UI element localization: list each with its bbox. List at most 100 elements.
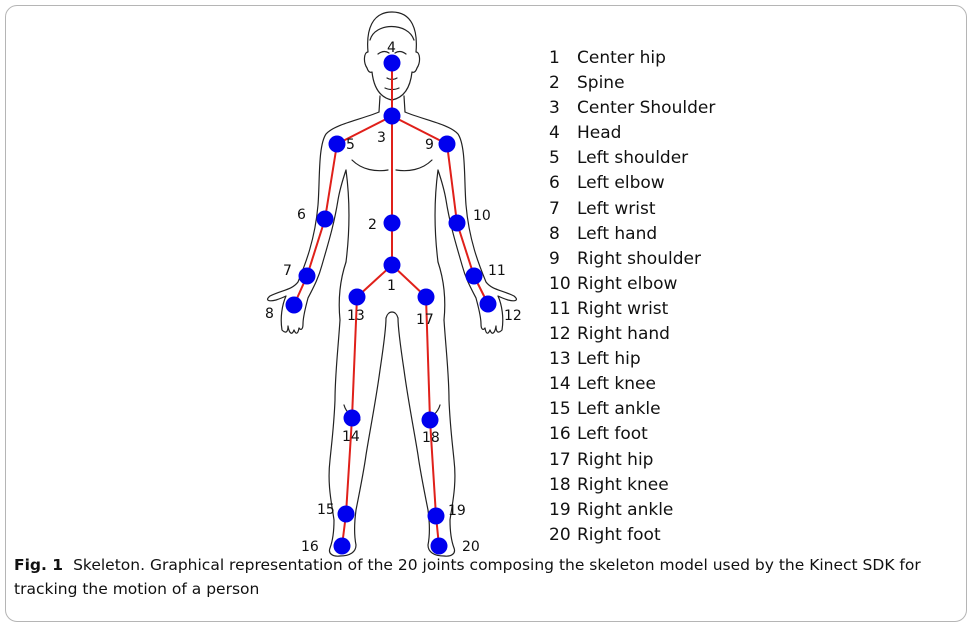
legend-name: Right wrist — [577, 297, 668, 322]
legend-number: 2 — [549, 71, 577, 96]
joint-2-spine — [384, 215, 401, 232]
legend-item: 20Right foot — [549, 523, 715, 548]
joint-15-left-ankle — [338, 506, 355, 523]
joint-label-3: 3 — [377, 130, 386, 146]
legend-name: Left hip — [577, 347, 641, 372]
legend-number: 5 — [549, 146, 577, 171]
legend-name: Left foot — [577, 422, 648, 447]
joint-13-left-hip — [349, 289, 366, 306]
legend-name: Right elbow — [577, 272, 677, 297]
legend-name: Left hand — [577, 222, 657, 247]
legend-number: 1 — [549, 46, 577, 71]
legend-name: Right knee — [577, 473, 669, 498]
joint-label-2: 2 — [368, 217, 377, 233]
legend-name: Left wrist — [577, 197, 656, 222]
joint-19-right-ankle — [428, 508, 445, 525]
joint-16-left-foot — [334, 538, 351, 555]
legend-number: 11 — [549, 297, 577, 322]
joint-12-right-hand — [480, 296, 497, 313]
legend-number: 3 — [549, 96, 577, 121]
joint-18-right-knee — [422, 412, 439, 429]
joint-label-10: 10 — [473, 208, 491, 224]
joint-label-18: 18 — [422, 430, 440, 446]
joint-14-left-knee — [344, 410, 361, 427]
legend-item: 5Left shoulder — [549, 146, 715, 171]
joint-7-left-wrist — [299, 268, 316, 285]
joint-label-9: 9 — [425, 137, 434, 153]
joint-label-7: 7 — [283, 263, 292, 279]
joint-label-13: 13 — [347, 308, 365, 324]
legend-number: 13 — [549, 347, 577, 372]
joint-label-6: 6 — [297, 207, 306, 223]
joint-5-left-shoulder — [329, 136, 346, 153]
joint-label-15: 15 — [317, 502, 335, 518]
legend-number: 19 — [549, 498, 577, 523]
legend-name: Center Shoulder — [577, 96, 715, 121]
legend-number: 20 — [549, 523, 577, 548]
legend-number: 18 — [549, 473, 577, 498]
legend-name: Right shoulder — [577, 247, 701, 272]
legend-item: 19Right ankle — [549, 498, 715, 523]
joint-9-right-shoulder — [439, 136, 456, 153]
legend-number: 6 — [549, 171, 577, 196]
joint-label-19: 19 — [448, 503, 466, 519]
legend-number: 4 — [549, 121, 577, 146]
joint-label-4: 4 — [387, 40, 396, 56]
legend-name: Right hand — [577, 322, 670, 347]
legend-name: Right foot — [577, 523, 661, 548]
legend-name: Center hip — [577, 46, 666, 71]
legend-name: Head — [577, 121, 621, 146]
legend-number: 10 — [549, 272, 577, 297]
joint-label-5: 5 — [346, 137, 355, 153]
legend-number: 8 — [549, 222, 577, 247]
legend-name: Left ankle — [577, 397, 661, 422]
legend-number: 15 — [549, 397, 577, 422]
bone-right-clavicle — [392, 116, 447, 144]
joint-label-12: 12 — [504, 308, 522, 324]
legend-name: Left elbow — [577, 171, 665, 196]
joint-label-1: 1 — [387, 278, 396, 294]
legend-name: Left knee — [577, 372, 656, 397]
legend-number: 14 — [549, 372, 577, 397]
joint-label-17: 17 — [416, 312, 434, 328]
legend-number: 12 — [549, 322, 577, 347]
joint-label-11: 11 — [488, 263, 506, 279]
legend-number: 17 — [549, 448, 577, 473]
bone-left-upper-arm — [325, 144, 337, 219]
legend-name: Right ankle — [577, 498, 673, 523]
joint-4-head — [384, 55, 401, 72]
legend-item: 4Head — [549, 121, 715, 146]
joint-11-right-wrist — [466, 268, 483, 285]
legend-name: Left shoulder — [577, 146, 688, 171]
legend-name: Spine — [577, 71, 625, 96]
joint-label-14: 14 — [342, 429, 360, 445]
joint-10-right-elbow — [449, 215, 466, 232]
legend-item: 13Left hip — [549, 347, 715, 372]
legend-name: Right hip — [577, 448, 653, 473]
legend-number: 16 — [549, 422, 577, 447]
joint-1-center-hip — [384, 257, 401, 274]
figure-caption-text: Skeleton. Graphical representation of th… — [14, 556, 921, 598]
joint-3-center-shoulder — [384, 108, 401, 125]
figure-label: Fig. 1 — [14, 556, 63, 574]
joint-label-8: 8 — [265, 306, 274, 322]
legend-number: 7 — [549, 197, 577, 222]
joint-17-right-hip — [418, 289, 435, 306]
